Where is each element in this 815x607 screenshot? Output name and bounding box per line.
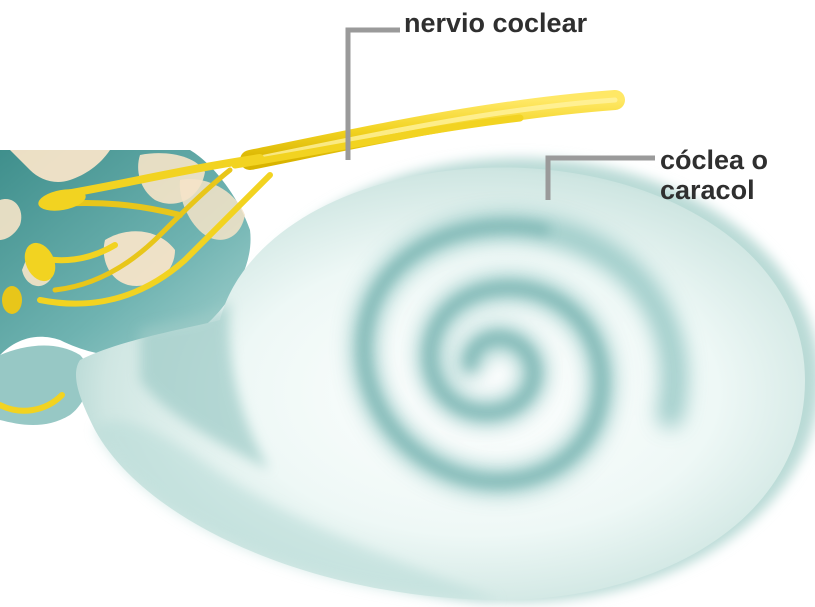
- coclea-label-line-1: cóclea o: [660, 145, 768, 175]
- nervio-coclear-label: nervio coclear: [404, 8, 587, 38]
- coclea-label: cóclea o caracol: [660, 145, 768, 205]
- coclea-label-line-2: caracol: [660, 175, 768, 205]
